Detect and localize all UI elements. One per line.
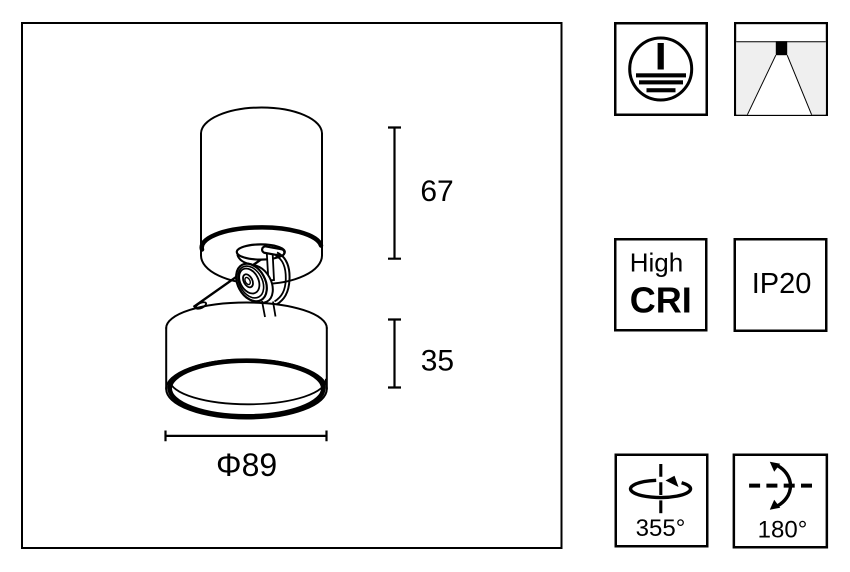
svg-text:67: 67 — [420, 175, 453, 208]
svg-text:IP20: IP20 — [752, 268, 812, 300]
svg-text:Φ89: Φ89 — [216, 447, 277, 483]
svg-text:High: High — [630, 248, 683, 278]
svg-text:CRI: CRI — [630, 280, 692, 321]
svg-text:35: 35 — [421, 344, 454, 377]
svg-text:355°: 355° — [636, 515, 686, 542]
svg-text:180°: 180° — [758, 517, 808, 544]
